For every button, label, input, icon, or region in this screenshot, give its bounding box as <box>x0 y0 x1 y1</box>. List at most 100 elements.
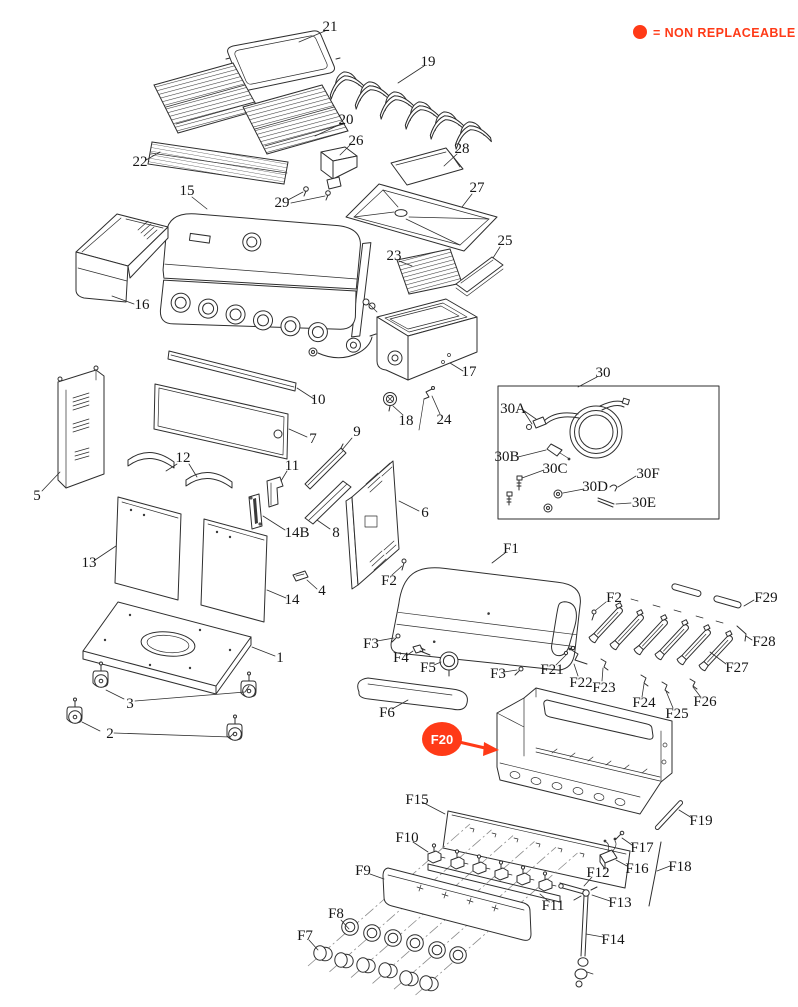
part-label-23: 23 <box>387 248 402 264</box>
part-label-f8: F8 <box>328 906 344 922</box>
part-30-hose-kit-box <box>497 385 720 520</box>
part-label-30f: 30F <box>636 466 659 482</box>
f20-highlight-callout: F20 <box>422 722 499 756</box>
part-f2-screw-left <box>401 558 407 571</box>
part-label-19: 19 <box>421 54 436 70</box>
part-26-grease-cup <box>320 146 358 190</box>
part-f27-burner-tubes <box>586 601 738 672</box>
part-label-f2-left: F2 <box>381 573 397 589</box>
part-label-20: 20 <box>339 112 354 128</box>
part-label-f7: F7 <box>297 928 313 944</box>
part-label-f1: F1 <box>503 541 519 557</box>
part-label-f28: F28 <box>752 634 775 650</box>
part-label-f20: F20 <box>431 732 453 747</box>
part-label-5: 5 <box>33 488 41 504</box>
part-10-support-rail <box>167 350 297 392</box>
part-label-f11: F11 <box>542 898 565 914</box>
part-11-bracket <box>266 476 284 508</box>
part-label-14: 14 <box>285 592 301 608</box>
part-12-handles <box>127 452 233 489</box>
part-label-21: 21 <box>323 19 338 35</box>
part-label-f6: F6 <box>379 705 395 721</box>
part-f1-hood <box>390 567 581 671</box>
part-22-warming-rack <box>147 141 289 185</box>
part-label-30b: 30B <box>494 449 519 465</box>
part-f2-screw-right <box>591 609 597 621</box>
legend: = NON REPLACEABLE <box>633 25 796 40</box>
part-6-right-side-panel <box>345 460 400 590</box>
part-label-f29: F29 <box>754 590 777 606</box>
part-label-f2-right: F2 <box>606 590 622 606</box>
part-7-back-panel <box>153 383 289 460</box>
part-label-30c: 30C <box>542 461 567 477</box>
part-label-1: 1 <box>276 650 284 666</box>
part-f21-screws <box>563 645 576 656</box>
part-f9-control-panel <box>382 867 532 941</box>
part-f3-screw-left <box>391 633 401 643</box>
shelf-vents <box>137 220 158 240</box>
leader-lines <box>41 30 755 951</box>
panel-vents <box>365 462 397 571</box>
part-f18-rod <box>648 841 662 907</box>
part-label-f16: F16 <box>625 861 649 877</box>
part-f29-crossover-tubes <box>671 583 742 609</box>
burner-screws-row <box>630 598 724 624</box>
part-f12-pipe <box>558 882 586 895</box>
part-label-30: 30 <box>596 365 611 381</box>
part-label-30d: 30D <box>582 479 608 495</box>
part-label-6: 6 <box>421 505 429 521</box>
part-label-30a: 30A <box>500 401 526 417</box>
part-label-f26: F26 <box>693 694 717 710</box>
part-2-casters <box>66 697 243 741</box>
part-label-26: 26 <box>349 133 365 149</box>
part-18-igniter-button <box>383 392 397 412</box>
part-14-right-door <box>200 518 268 623</box>
f20-badge-circle <box>422 722 462 756</box>
part-label-29: 29 <box>275 195 290 211</box>
part-label-28: 28 <box>455 141 470 157</box>
part-30f-hook <box>609 484 618 492</box>
part-label-f12: F12 <box>586 865 609 881</box>
part-f6-handle <box>357 677 468 711</box>
part-label-9: 9 <box>353 424 361 440</box>
legend-text: = NON REPLACEABLE <box>653 26 796 40</box>
part-14b-hinge <box>248 493 263 530</box>
part-label-f23: F23 <box>592 680 615 696</box>
part-16-side-shelf <box>75 213 169 303</box>
part-25-heat-tray <box>455 256 504 297</box>
part-label-f24: F24 <box>632 695 656 711</box>
part-labels: 21 19 20 26 22 28 29 27 15 16 23 25 17 3… <box>33 19 777 948</box>
part-1-cart-base <box>82 601 252 695</box>
part-label-7: 7 <box>309 431 317 447</box>
panel-vents <box>72 392 90 461</box>
part-30a-fitting <box>526 416 547 430</box>
part-24-electrode <box>418 386 435 431</box>
part-f14-supply-pipe <box>574 895 594 988</box>
part-label-f21: F21 <box>540 662 563 678</box>
part-label-f25: F25 <box>665 706 688 722</box>
part-label-f22: F22 <box>569 675 592 691</box>
part-30c-bolts <box>506 475 523 506</box>
part-5-left-side-panel <box>57 365 105 489</box>
part-label-10: 10 <box>311 392 326 408</box>
part-label-f10: F10 <box>395 830 418 846</box>
part-label-f15: F15 <box>405 792 428 808</box>
part-23-small-grate <box>396 248 463 295</box>
part-f17-pin <box>614 830 625 841</box>
part-17-side-burner <box>362 298 478 381</box>
part-13-left-door <box>114 496 182 601</box>
part-f4-bolt <box>412 644 431 656</box>
part-label-13: 13 <box>82 555 97 571</box>
part-29-screws <box>303 186 331 201</box>
part-label-24: 24 <box>437 412 453 428</box>
arrow-icon <box>483 742 499 756</box>
center-axis-lines <box>307 823 578 996</box>
part-28-drip-tray <box>390 147 464 186</box>
part-label-2: 2 <box>106 726 114 742</box>
part-f3-screw-right <box>514 666 524 676</box>
part-label-f17: F17 <box>630 840 654 856</box>
part-30b-fitting <box>546 443 571 461</box>
part-15-hose <box>308 333 377 359</box>
part-f7-knobs <box>313 945 439 992</box>
